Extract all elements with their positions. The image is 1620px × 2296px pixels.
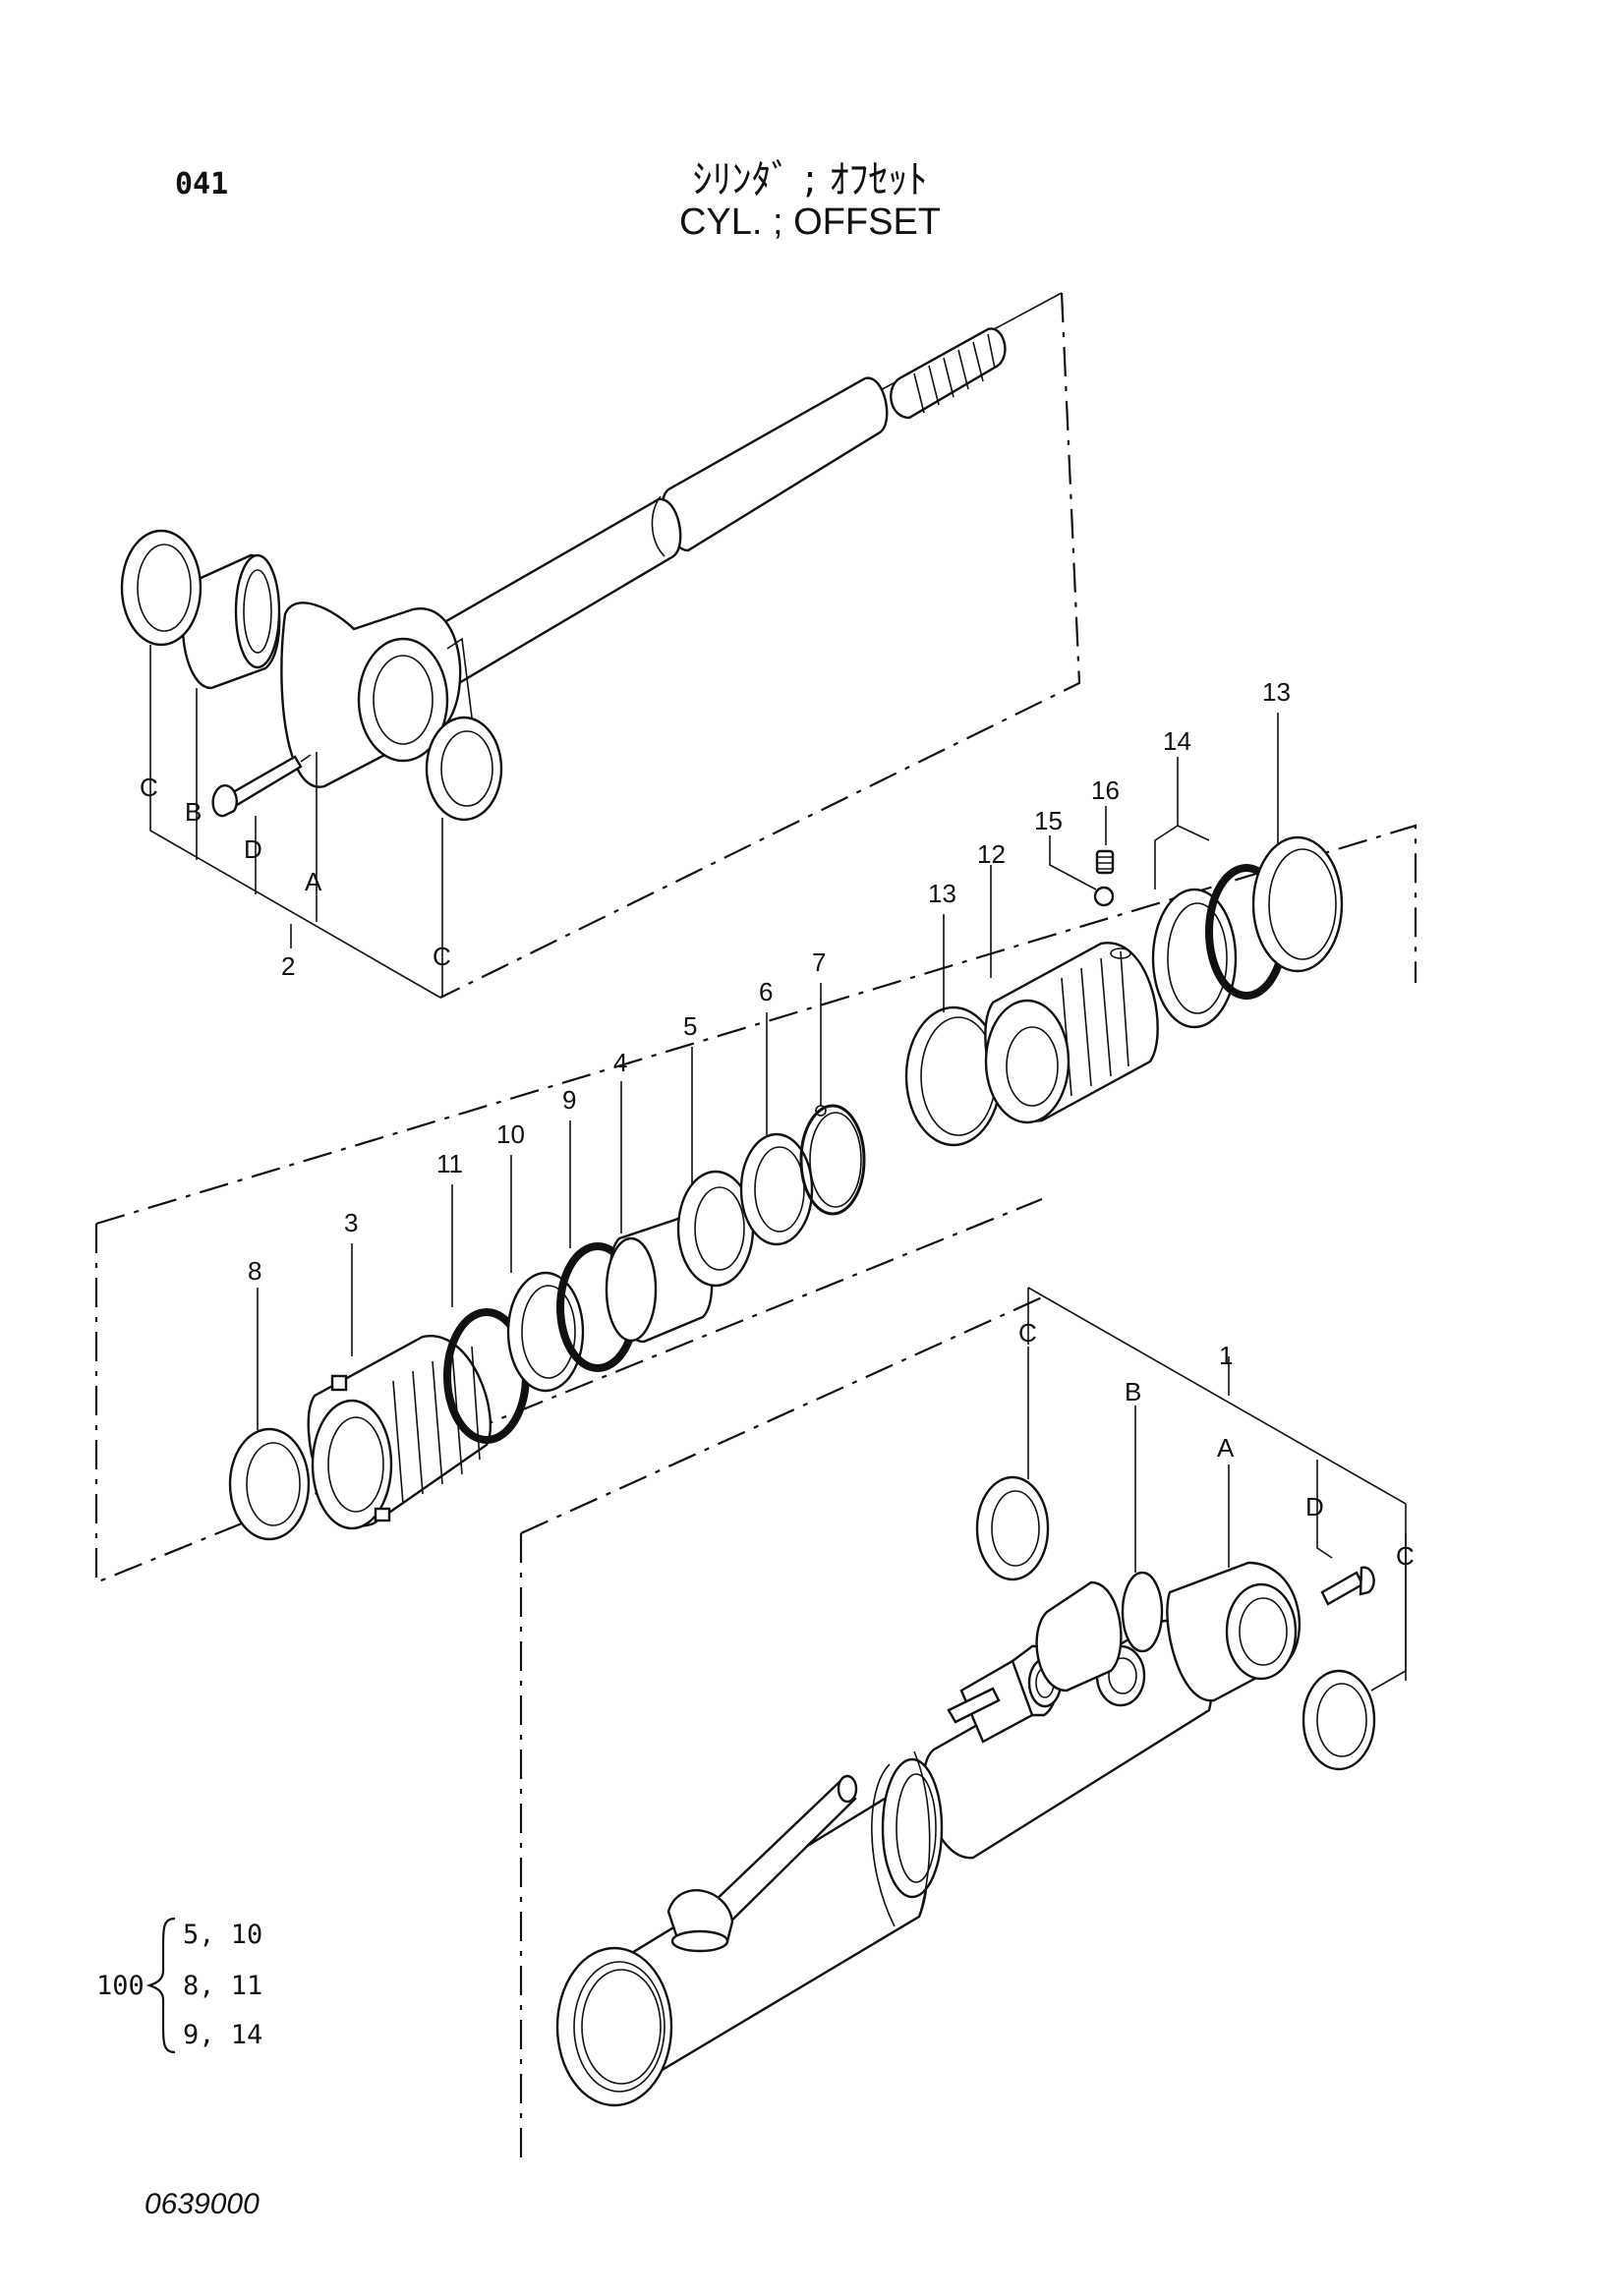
kit-brace (145, 1917, 176, 2054)
tube-pipe (666, 1774, 858, 1953)
callout-tube-c-left: C (1018, 1318, 1037, 1348)
callout-tube-c-right: C (1396, 1541, 1415, 1571)
callout-part-10: 10 (496, 1119, 525, 1149)
part-7-snap-ring (799, 1104, 866, 1216)
callout-part-5: 5 (683, 1011, 697, 1041)
callout-part-8: 8 (248, 1256, 261, 1286)
callout-part-9: 9 (562, 1085, 576, 1115)
callout-rod-a: A (305, 867, 322, 896)
part-8-wiper (228, 1427, 311, 1541)
callout-part-14: 14 (1163, 726, 1191, 756)
callout-part-6: 6 (759, 977, 773, 1006)
rod-shaft-lower (424, 497, 682, 692)
kit-line-3: 9, 14 (183, 2020, 263, 2050)
callout-part-12: 12 (977, 839, 1006, 869)
callout-rod-c-left: C (140, 773, 158, 802)
title-japanese: ｼﾘﾝﾀﾞ ; ｵﾌｾｯﾄ (692, 157, 928, 202)
rod-assembly: C B D A 2 C (120, 292, 1081, 999)
callout-part-7: 7 (812, 947, 826, 977)
title-english: CYL. ; OFFSET (678, 201, 942, 243)
rod-shaft-upper (661, 376, 889, 552)
rod-seal-left (120, 529, 202, 647)
page-number: 041 (175, 167, 229, 201)
part-13-wear-ring-right (1251, 835, 1344, 973)
callout-part-16: 16 (1091, 775, 1120, 805)
piston-head-assembly: 8 3 11 10 9 4 5 6 7 13 12 15 16 14 13 (94, 677, 1418, 1584)
part-10-backup-ring (506, 1271, 585, 1393)
tube-seal-right (1302, 1669, 1376, 1771)
part-15-ball (1093, 886, 1115, 907)
callout-part-13-right: 13 (1262, 677, 1291, 707)
part-16-set-screw (1095, 849, 1115, 875)
callout-rod-b: B (185, 797, 202, 827)
callout-part-13-left: 13 (928, 879, 956, 908)
rod-grease-fitting (211, 754, 312, 818)
callout-part-11: 11 (436, 1149, 463, 1178)
rod-seal-right (425, 716, 503, 822)
callout-part-15: 15 (1034, 806, 1063, 835)
tube-assembly: C B 1 A D C (519, 1287, 1415, 2167)
kit-line-1: 5, 10 (183, 1920, 263, 1950)
callout-part-3: 3 (344, 1208, 358, 1237)
rod-eye (280, 602, 473, 788)
callout-part-4: 4 (613, 1048, 627, 1077)
callout-tube-b: B (1125, 1377, 1141, 1406)
callout-part-2: 2 (281, 951, 295, 981)
callout-tube-a: A (1217, 1433, 1235, 1463)
drawing-number: 0639000 (145, 2188, 260, 2220)
callout-rod-d: D (244, 834, 262, 864)
rod-thread (890, 327, 1007, 420)
kit-number: 100 (96, 1971, 145, 2001)
tube-port-fitting (947, 1644, 1063, 1744)
tube-seal-left (975, 1475, 1050, 1581)
callout-tube-d: D (1305, 1492, 1324, 1521)
tube-bushing (1035, 1571, 1164, 1693)
kit-line-2: 8, 11 (183, 1971, 263, 2001)
tube-eye (1166, 1561, 1302, 1702)
callout-part-1: 1 (1219, 1341, 1233, 1370)
callout-rod-c-right: C (433, 942, 451, 971)
part-12-piston (984, 942, 1159, 1124)
tube-grease-fitting (1320, 1566, 1375, 1606)
part-6-ring (739, 1132, 814, 1246)
